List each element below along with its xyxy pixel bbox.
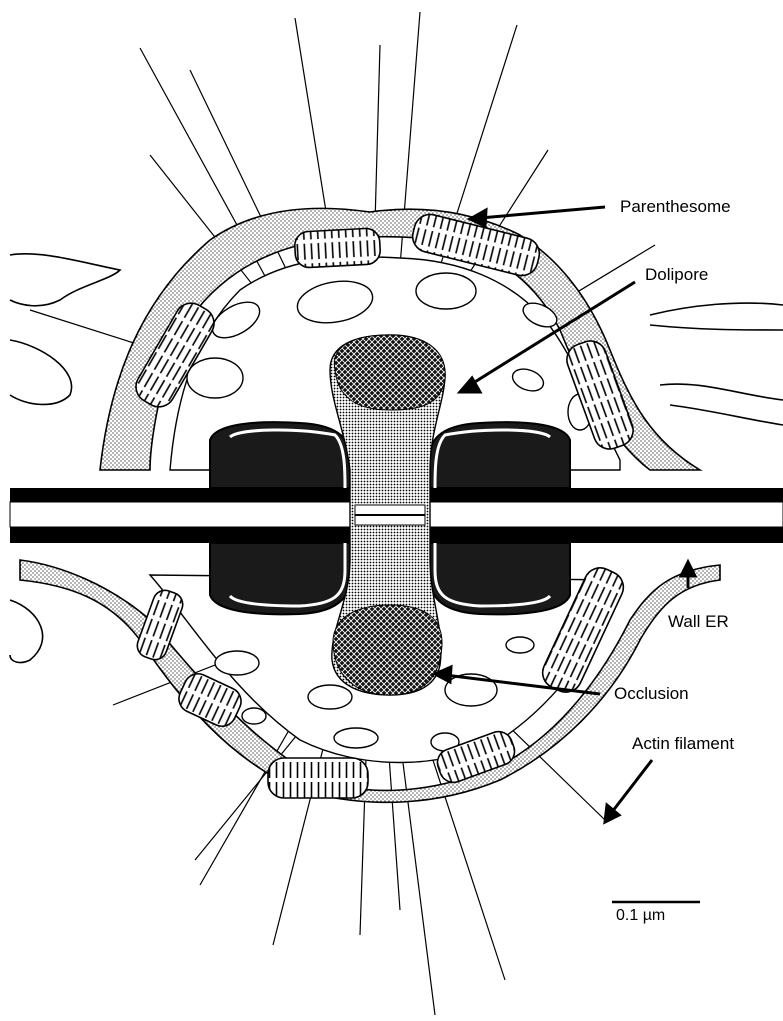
label-wall-er: Wall ER [668,613,729,630]
label-actin-filament: Actin filament [632,735,734,752]
label-occlusion: Occlusion [614,685,689,702]
label-parenthesome: Parenthesome [620,198,731,215]
label-dolipore: Dolipore [645,266,708,283]
scale-bar-label: 0.1 µm [616,908,665,924]
